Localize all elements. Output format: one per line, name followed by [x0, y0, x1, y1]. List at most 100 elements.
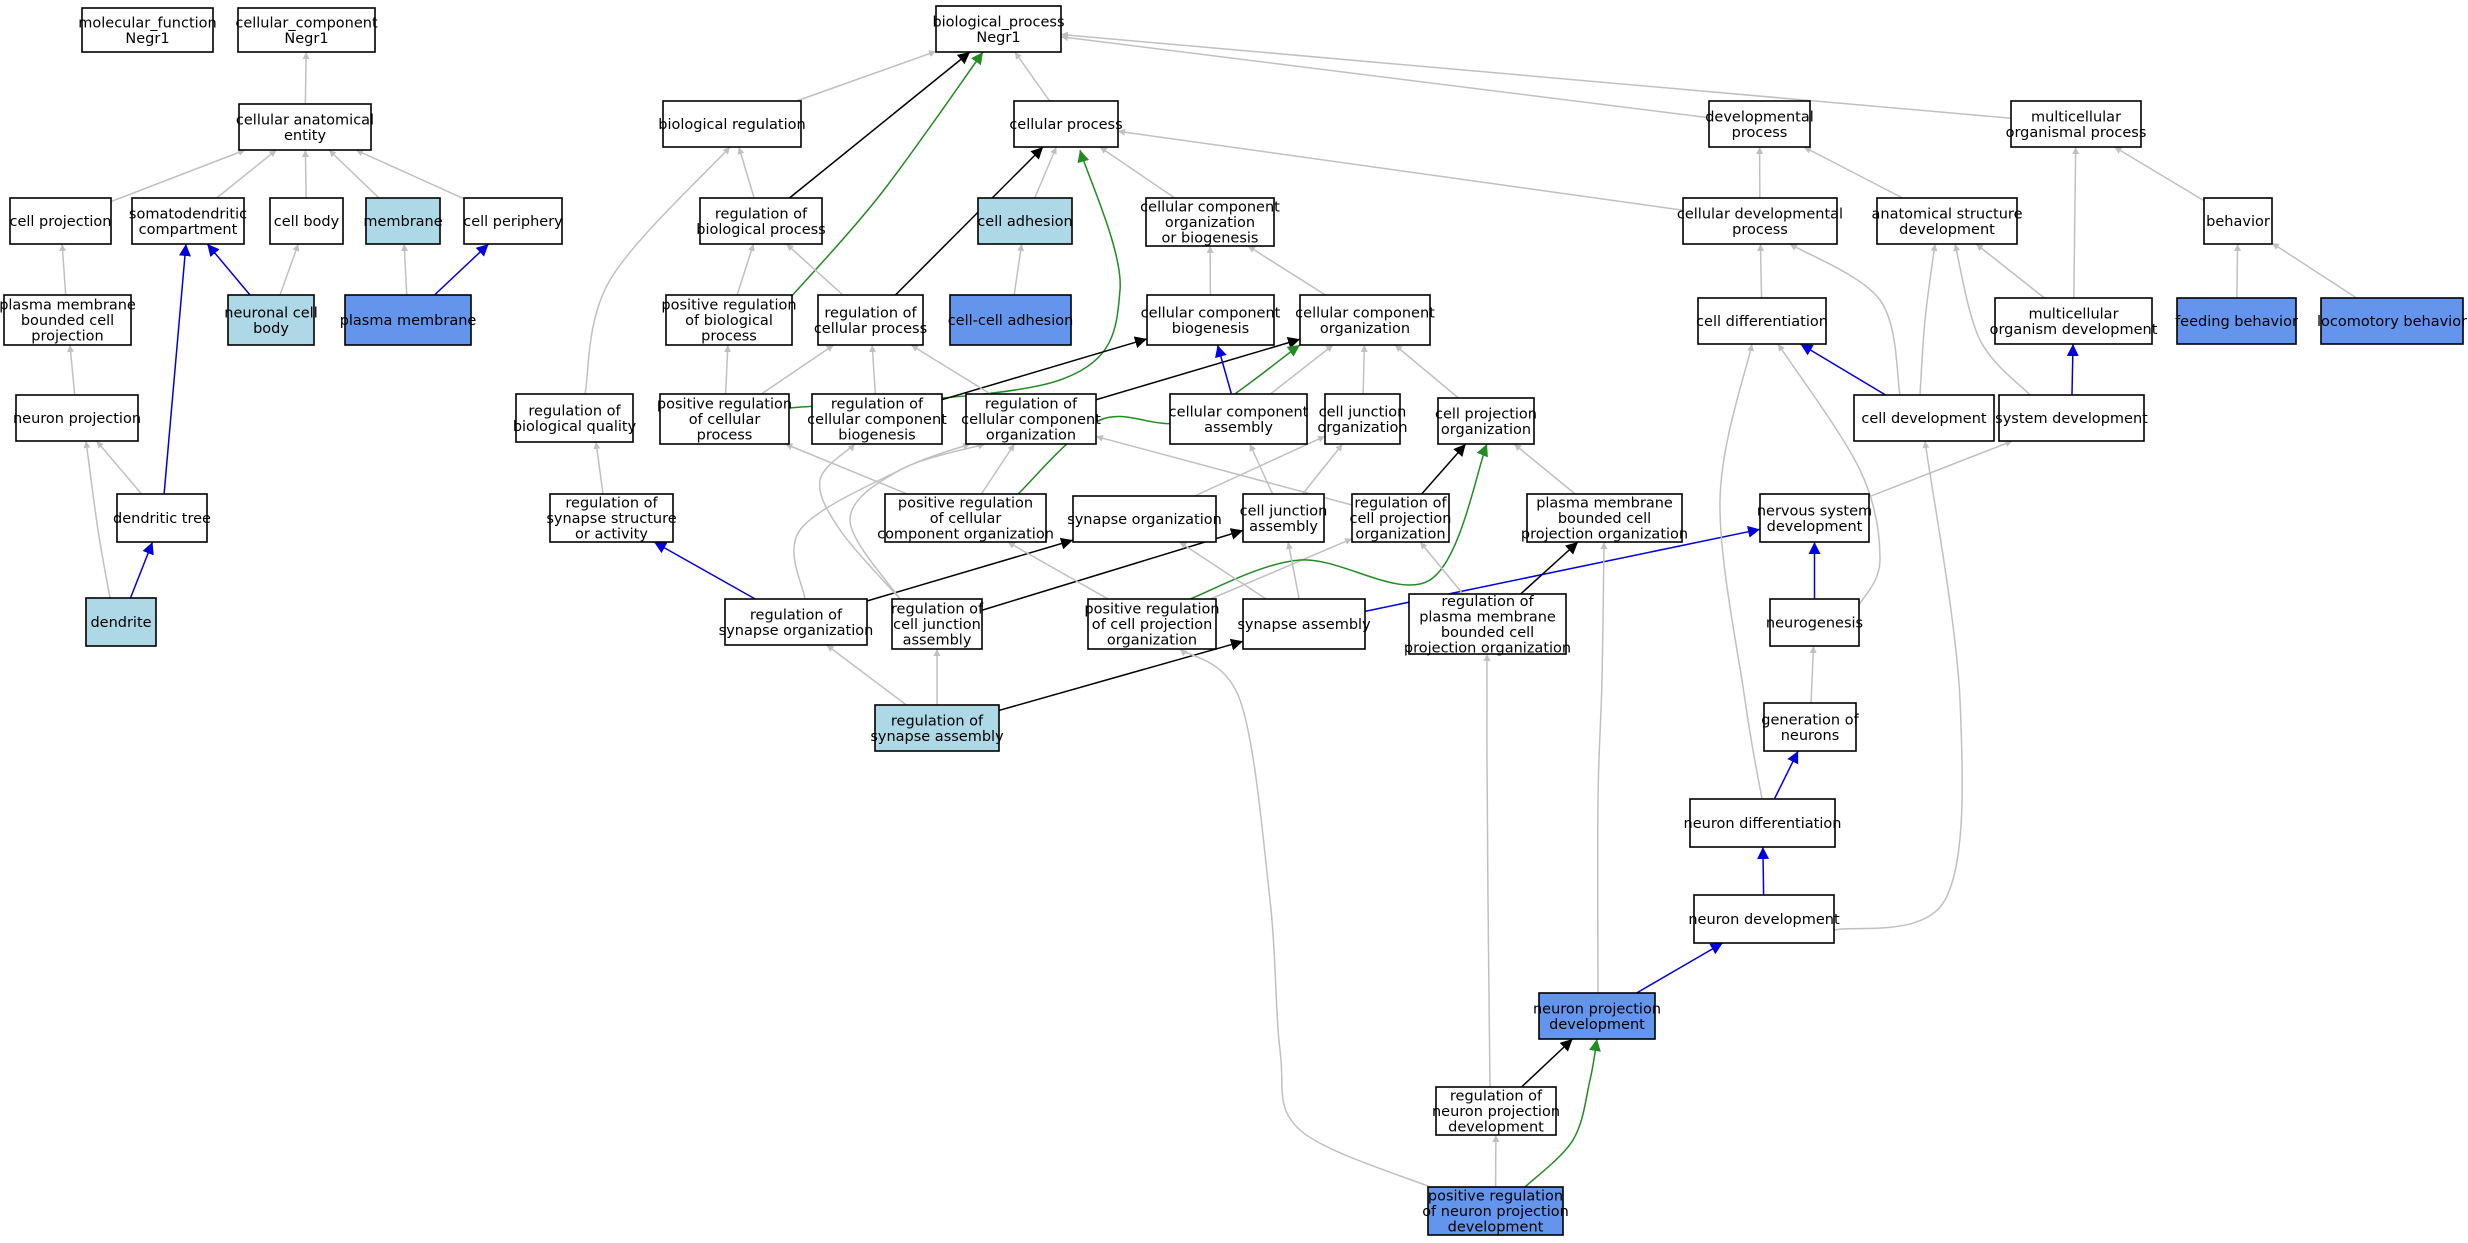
- node-membrane[interactable]: membrane: [363, 197, 443, 245]
- edge-cca-to-ccb: [1215, 344, 1233, 395]
- node-sysdev[interactable]: system development: [1995, 394, 2148, 442]
- edge-pmbcpo-to-cpo: [1513, 443, 1576, 495]
- node-cbody[interactable]: cell body: [269, 197, 344, 245]
- node-box: [2203, 197, 2273, 245]
- edge-cdiff-to-cdp: [1757, 243, 1765, 299]
- node-pm[interactable]: plasma membrane: [340, 294, 477, 346]
- node-cadh[interactable]: cell adhesion: [977, 197, 1073, 245]
- edge-rccb-to-rcp: [869, 344, 877, 395]
- edge-rcco-to-cco: [1095, 336, 1301, 401]
- node-label: Negr1: [976, 30, 1020, 46]
- edge-cbody-to-cae: [301, 149, 309, 199]
- node-label: positive regulation: [898, 496, 1033, 512]
- node-breg[interactable]: biological regulation: [658, 100, 806, 148]
- node-cdev[interactable]: cell development: [1853, 394, 1995, 442]
- node-dtree[interactable]: dendritic tree: [113, 493, 211, 543]
- node-so[interactable]: synapse organization: [1067, 495, 1222, 543]
- node-cperiph[interactable]: cell periphery: [463, 197, 563, 245]
- node-behavior[interactable]: behavior: [2203, 197, 2273, 245]
- node-sa[interactable]: synapse assembly: [1237, 598, 1371, 650]
- node-label: cell junction: [1319, 404, 1407, 420]
- node-label: process: [697, 428, 753, 444]
- node-box: [891, 598, 983, 650]
- node-label: body: [253, 321, 289, 337]
- node-label: positive regulation: [1428, 1189, 1563, 1205]
- edge-cpo-to-cco: [1394, 344, 1459, 399]
- node-label: biological quality: [513, 419, 637, 435]
- edge-rbq-to-breg: [584, 146, 731, 395]
- node-cproc[interactable]: cellular process: [1009, 100, 1123, 148]
- node-box: [1242, 493, 1325, 543]
- node-box: [131, 197, 245, 245]
- node-label: of cellular: [689, 412, 761, 428]
- node-label: of neuron projection: [1422, 1204, 1569, 1220]
- node-feed[interactable]: feeding behavior: [2175, 297, 2298, 345]
- node-label: assembly: [1204, 420, 1273, 436]
- node-ccadh[interactable]: cell-cell adhesion: [948, 294, 1074, 346]
- node-neurog[interactable]: neurogenesis: [1766, 598, 1863, 647]
- edge-mop-to-bp: [1060, 31, 2012, 120]
- node-box: [1013, 100, 1119, 148]
- edge-sa-to-cja: [1286, 541, 1300, 600]
- node-nproj[interactable]: neuron projection: [13, 394, 141, 442]
- node-ndev[interactable]: neuron development: [1688, 894, 1840, 944]
- edge-nsd-to-sysdev: [1868, 440, 2013, 498]
- node-dendrite[interactable]: dendrite: [85, 597, 157, 647]
- node-label: feeding behavior: [2175, 314, 2298, 330]
- node-cproj[interactable]: cell projection: [9, 197, 112, 245]
- edge-cdev-to-asd: [1919, 243, 1938, 396]
- node-ndiff[interactable]: neuron differentiation: [1684, 798, 1842, 848]
- node-label: multicellular: [2028, 306, 2118, 322]
- edge-ccob-to-cproc: [1099, 146, 1176, 199]
- node-loco[interactable]: locomotory behavior: [2317, 297, 2467, 345]
- node-label: positive regulation: [1084, 602, 1219, 618]
- node-label: of cellular: [930, 511, 1002, 527]
- node-label: positive regulation: [657, 397, 792, 413]
- node-cdiff[interactable]: cell differentiation: [1696, 297, 1828, 345]
- node-label: synapse assembly: [870, 729, 1004, 745]
- node-label: behavior: [2206, 214, 2270, 230]
- node-box: [977, 197, 1073, 245]
- edge-rpmbcpo-to-rcpo: [1419, 541, 1464, 595]
